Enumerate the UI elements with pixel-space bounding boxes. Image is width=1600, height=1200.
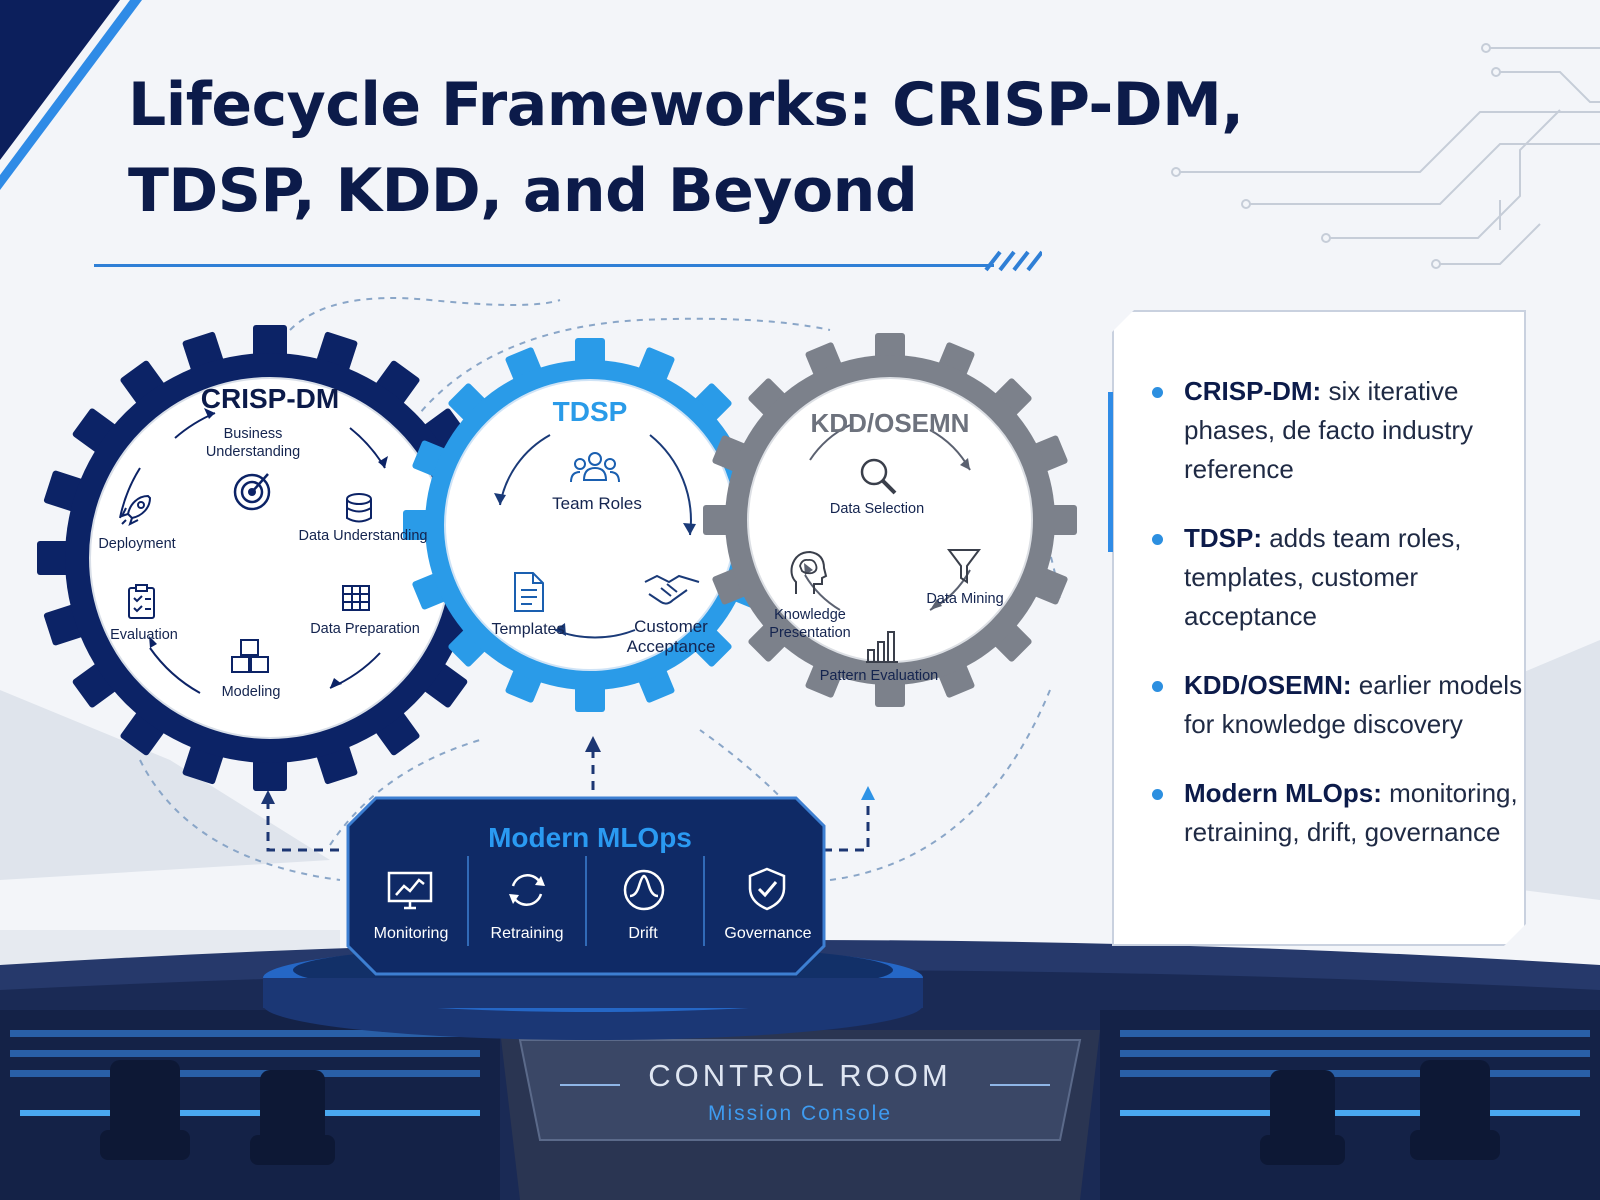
crisp-dm-gear (37, 325, 503, 791)
corner-ribbon (0, 0, 120, 160)
title-stripes (984, 250, 1042, 272)
bullet-dot (1152, 387, 1163, 398)
step-evaluation: Evaluation (110, 627, 178, 643)
database-icon (346, 493, 372, 523)
mlops-item-governance: Governance (724, 925, 812, 942)
step-data-understanding: Data Understanding (298, 528, 428, 544)
bullet-dot (1152, 534, 1163, 545)
step-team-roles: Team Roles (552, 494, 642, 513)
corner-stripe (0, 0, 142, 190)
summary-item-mlops: Modern MLOps: monitoring, retraining, dr… (1150, 774, 1530, 852)
control-room-subtitle: Mission Console (707, 1102, 893, 1125)
control-room-title: CONTROL ROOM (648, 1058, 952, 1093)
step-pattern-evaluation: Pattern Evaluation (819, 668, 939, 684)
circuit-traces (1171, 43, 1600, 269)
mlops-title: Modern MLOps (488, 822, 692, 853)
document-icon (514, 572, 544, 612)
clipboard-icon (128, 584, 155, 619)
summary-term: KDD/OSEMN: (1184, 670, 1352, 700)
mlops-item-retraining: Retraining (490, 925, 564, 942)
step-templates: Templates (491, 621, 565, 638)
step-data-selection: Data Selection (829, 501, 925, 517)
page-title: Lifecycle Frameworks: CRISP-DM, TDSP, KD… (128, 62, 1308, 234)
gear-tooth (253, 755, 287, 791)
page-title-line-1: Lifecycle Frameworks: CRISP-DM, (128, 70, 1244, 140)
mlops-item-drift: Drift (628, 925, 658, 942)
step-deployment: Deployment (98, 536, 176, 552)
kdd-title: KDD/OSEMN (810, 408, 970, 438)
summary-text: earlier models for knowledge discovery (1184, 670, 1523, 739)
summary-panel-accent (1108, 392, 1113, 552)
bullet-dot (1152, 789, 1163, 800)
summary-item-kdd: KDD/OSEMN: earlier models for knowledge … (1150, 666, 1530, 744)
mlops-item-monitoring: Monitoring (373, 925, 449, 942)
bullet-dot (1152, 681, 1163, 692)
bar-chart-icon (866, 631, 898, 663)
summary-term: CRISP-DM: (1184, 376, 1322, 406)
title-underline (94, 264, 994, 267)
team-icon (570, 452, 620, 483)
step-data-mining: Data Mining (926, 591, 1004, 607)
magnifier-icon (860, 458, 897, 495)
summary-item-tdsp: TDSP: adds team roles, templates, custom… (1150, 519, 1530, 636)
rocket-icon (120, 494, 152, 526)
step-customer-acceptance: Customer Acceptance (626, 617, 716, 656)
step-knowledge-presentation: Knowledge Presentation (769, 607, 851, 641)
monitor-chart-icon (387, 871, 433, 910)
summary-text: six iterative phases, de facto industry … (1184, 376, 1474, 484)
brain-head-icon (790, 550, 828, 594)
summary-list: CRISP-DM: six iterative phases, de facto… (1150, 372, 1530, 882)
summary-term: TDSP: (1184, 523, 1262, 553)
summary-text: adds team roles, templates, customer acc… (1184, 523, 1462, 631)
summary-term: Modern MLOps: (1184, 778, 1382, 808)
crisp-dm-title: CRISP-DM (200, 383, 340, 414)
summary-item-crisp-dm: CRISP-DM: six iterative phases, de facto… (1150, 372, 1530, 489)
kdd-gear (703, 333, 1077, 707)
step-data-preparation: Data Preparation (310, 621, 420, 637)
funnel-icon (947, 549, 981, 584)
tdsp-title: TDSP (552, 396, 628, 427)
gear-tooth (253, 325, 287, 361)
step-modeling: Modeling (221, 684, 281, 700)
gear-tooth (37, 541, 73, 575)
refresh-icon (509, 874, 545, 906)
mlops-panel (346, 796, 826, 976)
page-title-line-2: TDSP, KDD, and Beyond (128, 156, 918, 226)
shield-check-icon (748, 867, 786, 911)
grid-icon (342, 585, 370, 611)
cubes-icon (231, 639, 269, 673)
target-icon (233, 473, 271, 511)
step-business-understanding: Business Understanding (205, 426, 301, 460)
wave-icon (623, 869, 665, 911)
summary-panel (1112, 310, 1526, 946)
summary-text: monitoring, retraining, drift, governanc… (1184, 778, 1518, 847)
handshake-icon (644, 574, 700, 605)
